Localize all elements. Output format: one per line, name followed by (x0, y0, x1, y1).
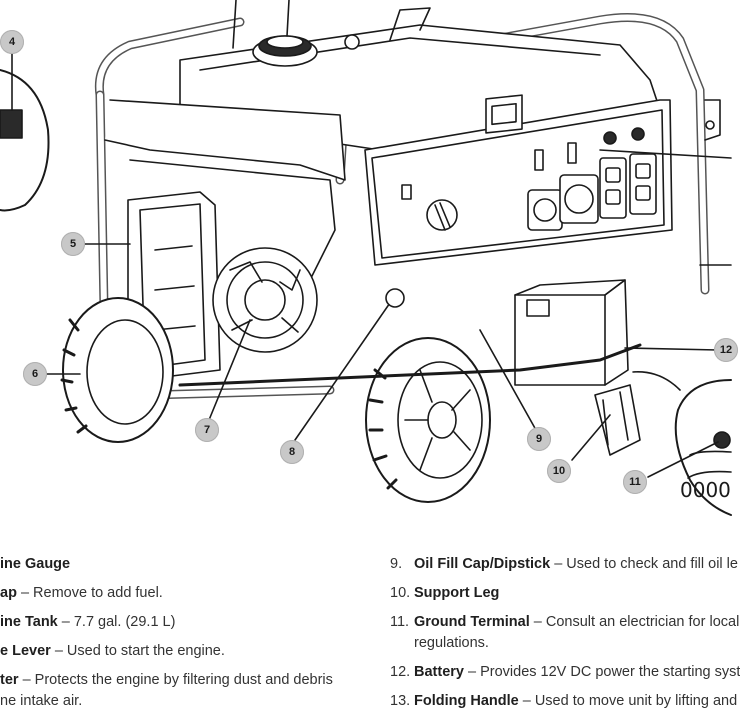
callout-5: 5 (61, 232, 85, 256)
svg-text:0000: 0000 (680, 478, 731, 502)
list-item: ter – Protects the engine by filtering d… (0, 672, 333, 688)
list-item: e Lever – Used to start the engine. (0, 643, 225, 659)
callout-4: 4 (0, 30, 24, 54)
engine-shroud (104, 99, 346, 181)
generator-illustration: 0000 (0, 0, 732, 516)
list-item: regulations. (414, 635, 489, 651)
callout-7: 7 (195, 418, 219, 442)
choke-knob (426, 199, 458, 231)
parts-list-left: ine Gauge ap – Remove to add fuel. ine T… (0, 0, 360, 709)
callout-12: 12 (714, 338, 738, 362)
fuel-gauge (344, 34, 360, 50)
list-item: 10.Support Leg (390, 585, 500, 601)
list-item: ne intake air. (0, 693, 83, 709)
ground-terminal-detail (674, 379, 732, 516)
support-leg (594, 384, 641, 456)
parts-list-right: 9.Oil Fill Cap/Dipstick – Used to check … (390, 0, 740, 709)
list-item: 13.Folding Handle – Used to move unit by… (390, 693, 738, 709)
callout-8: 8 (280, 440, 304, 464)
list-item: ine Gauge (0, 556, 71, 572)
callout-9: 9 (527, 427, 551, 451)
callout-11: 11 (623, 470, 647, 494)
list-item: 11.Ground Terminal – Consult an electric… (390, 614, 740, 630)
list-item: 12.Battery – Provides 12V DC power the s… (390, 664, 740, 680)
list-item: ap – Remove to add fuel. (0, 585, 163, 601)
callout-10: 10 (547, 459, 571, 483)
callout-6: 6 (23, 362, 47, 386)
list-item: 9.Oil Fill Cap/Dipstick – Used to check … (390, 556, 738, 572)
list-item: ine Tank – 7.7 gal. (29.1 L) (0, 614, 176, 630)
